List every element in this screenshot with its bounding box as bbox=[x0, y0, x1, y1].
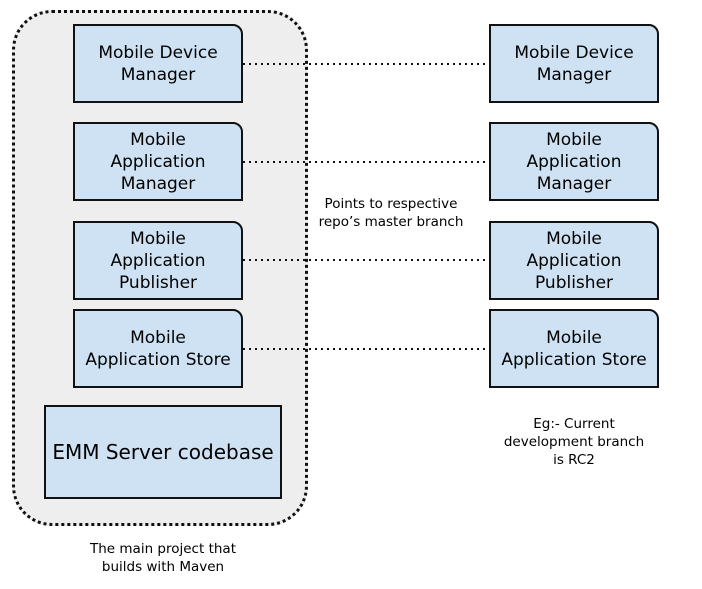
main-module-application-manager: Mobile Application Manager bbox=[73, 122, 243, 201]
repos-caption: Eg:- Current development branch is RC2 bbox=[503, 416, 645, 468]
connector-note: Points to respective repo’s master branc… bbox=[318, 196, 464, 230]
repo-module-application-store: Mobile Application Store bbox=[489, 309, 659, 388]
repo-module-device-manager: Mobile Device Manager bbox=[489, 24, 659, 103]
main-module-application-store: Mobile Application Store bbox=[73, 309, 243, 388]
emm-server-codebase-box: EMM Server codebase bbox=[44, 405, 282, 499]
main-module-device-manager: Mobile Device Manager bbox=[73, 24, 243, 103]
repo-module-application-publisher: Mobile Application Publisher bbox=[489, 221, 659, 300]
repo-module-application-manager: Mobile Application Manager bbox=[489, 122, 659, 201]
main-module-application-publisher: Mobile Application Publisher bbox=[73, 221, 243, 300]
main-project-caption: The main project that builds with Maven bbox=[90, 541, 236, 575]
